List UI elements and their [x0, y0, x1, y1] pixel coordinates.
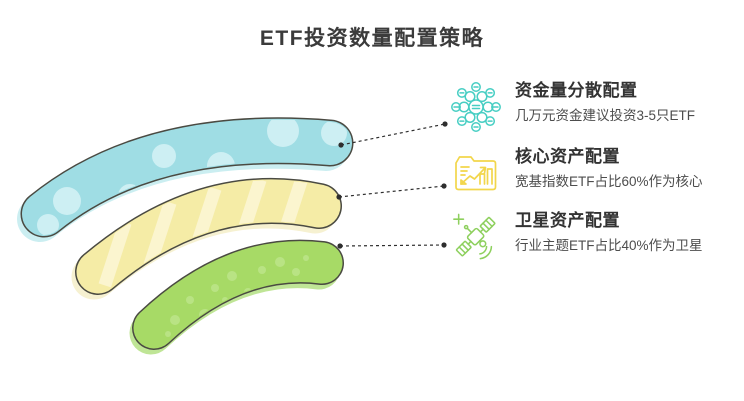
item-subtitle: 几万元资金建议投资3-5只ETF — [515, 108, 696, 123]
connector-line-3 — [339, 244, 445, 247]
item-subtitle: 行业主题ETF占比40%作为卫星 — [515, 238, 703, 253]
item-title: 卫星资产配置 — [515, 211, 620, 230]
list-item-core-assets: 核心资产配置 宽基指数ETF占比60%作为核心 — [450, 146, 736, 200]
coin-cluster-icon — [451, 82, 501, 132]
item-title: 核心资产配置 — [515, 147, 620, 166]
connector-line-2 — [338, 185, 445, 198]
connector-dots — [336, 121, 448, 249]
page-title: ETF投资数量配置策略 — [259, 27, 485, 50]
item-title: 资金量分散配置 — [515, 81, 638, 100]
yellow-arc-stripes — [98, 172, 310, 288]
blue-arc-dots — [37, 115, 347, 236]
green-arc-speckles — [165, 255, 309, 337]
list-item-funds-dispersion: 资金量分散配置 几万元资金建议投资3-5只ETF — [450, 80, 736, 134]
connector-lines — [338, 123, 446, 247]
connector-line-1 — [340, 123, 446, 146]
item-subtitle: 宽基指数ETF占比60%作为核心 — [515, 174, 703, 189]
green-arc-band — [133, 241, 343, 349]
folder-chart-icon — [455, 156, 497, 191]
list-item-satellite-assets: 卫星资产配置 行业主题ETF占比40%作为卫星 — [450, 210, 736, 264]
satellite-icon — [453, 213, 496, 260]
